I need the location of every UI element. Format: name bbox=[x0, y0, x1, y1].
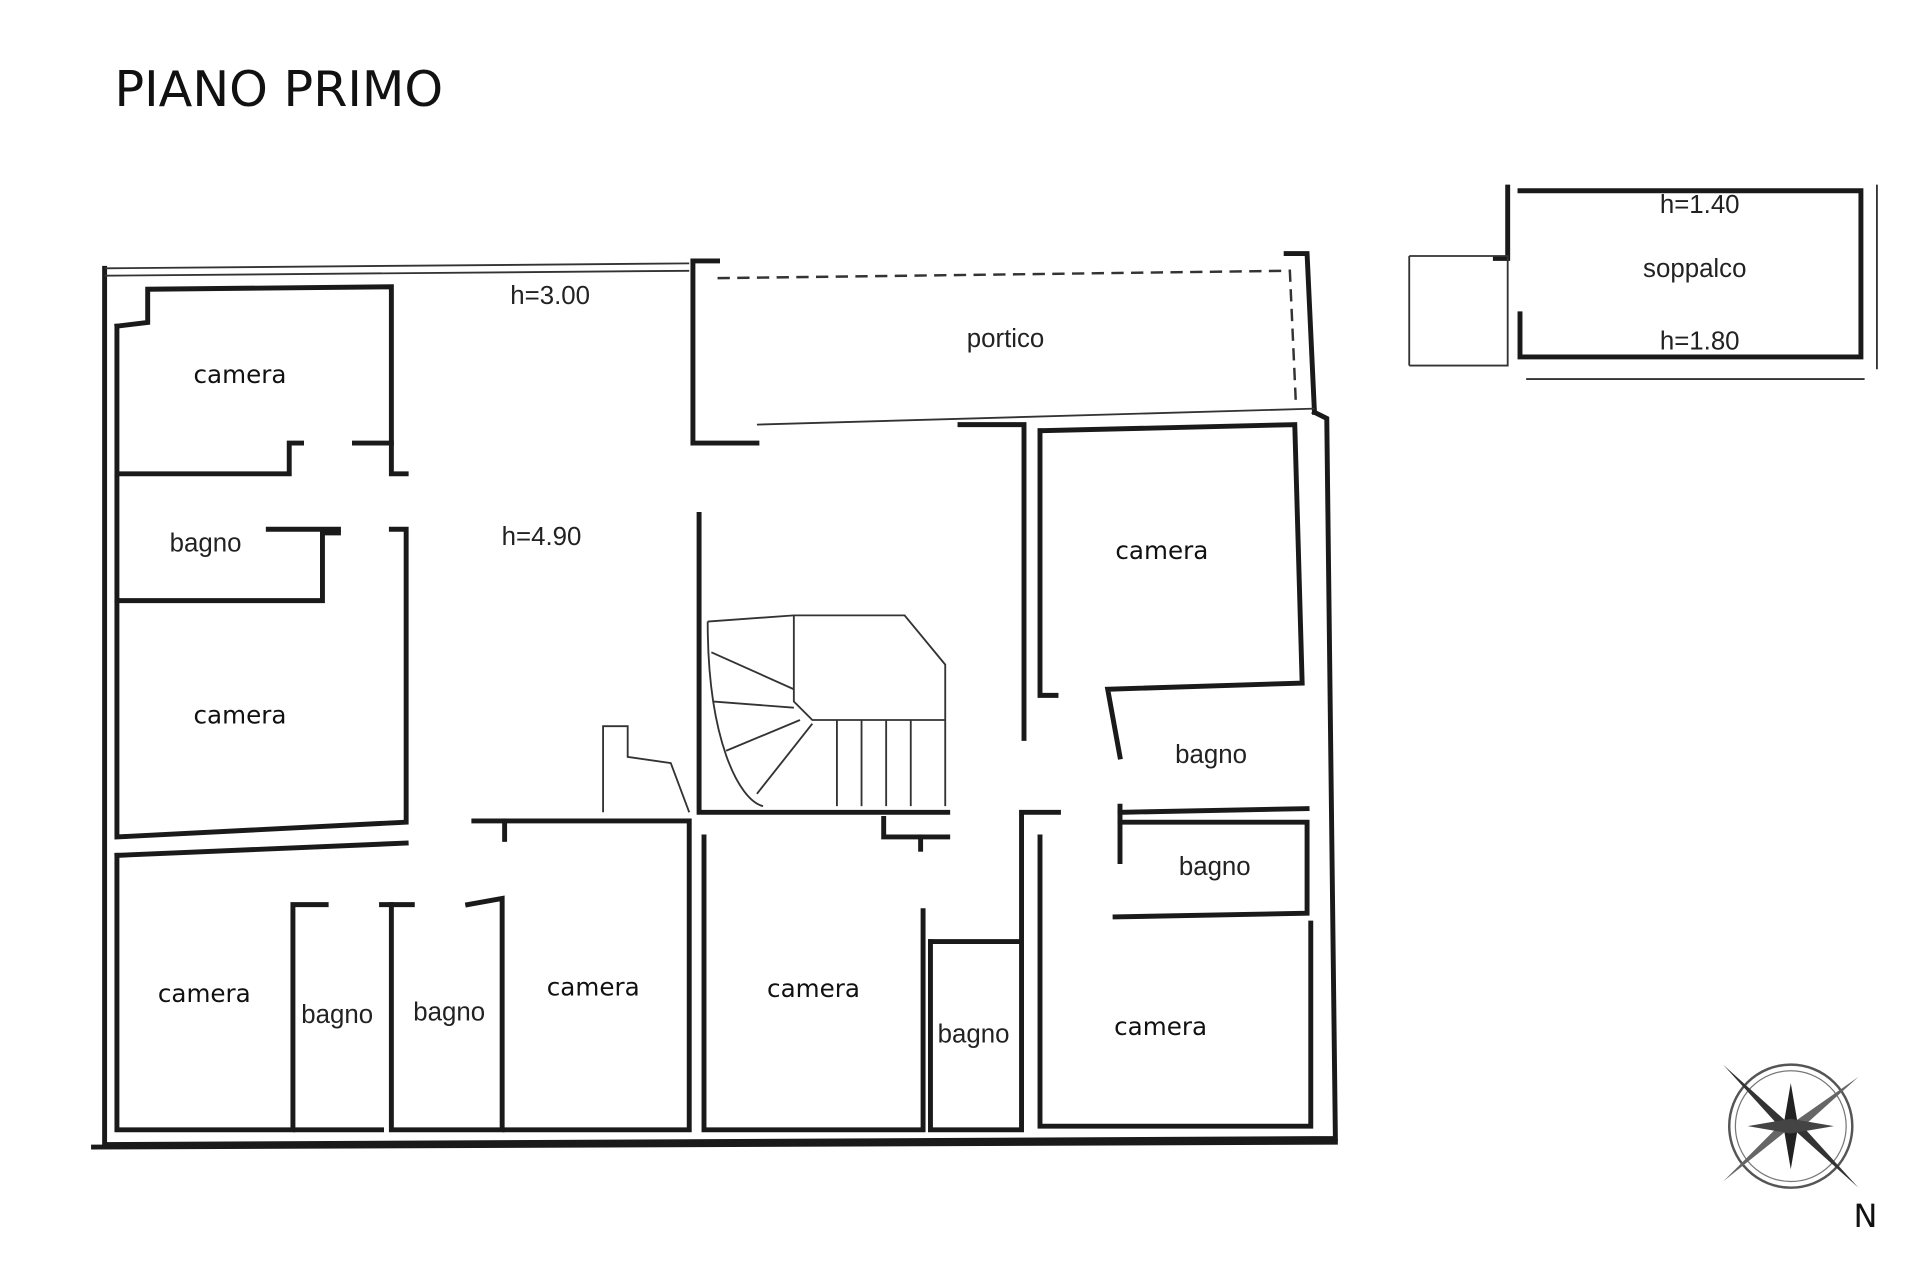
room-label-camera: camera bbox=[158, 979, 251, 1008]
room-label-bagno: bagno bbox=[1175, 741, 1247, 769]
room-label-soppalco: soppalco bbox=[1643, 255, 1746, 283]
room-label-portico: portico bbox=[967, 325, 1045, 353]
room-label-camera: camera bbox=[767, 974, 860, 1003]
room-labels: camera bagno h=4.90 camera camera bagno … bbox=[158, 191, 1747, 1049]
plan-title: PIANO PRIMO bbox=[114, 60, 443, 118]
north-label: N bbox=[1854, 1197, 1878, 1235]
room-label-bagno: bagno bbox=[301, 1001, 373, 1029]
room-label-camera: camera bbox=[1115, 536, 1208, 565]
room-label-camera: camera bbox=[194, 360, 287, 389]
height-label: h=1.40 bbox=[1660, 191, 1740, 219]
room-label-bagno: bagno bbox=[1179, 853, 1251, 881]
room-label-camera: camera bbox=[1114, 1012, 1207, 1041]
height-label: h=4.90 bbox=[502, 523, 582, 551]
walls bbox=[91, 184, 1878, 1150]
height-label: h=3.00 bbox=[510, 282, 590, 310]
room-label-bagno: bagno bbox=[413, 998, 485, 1026]
height-label: h=1.80 bbox=[1660, 328, 1740, 356]
room-label-bagno: bagno bbox=[938, 1020, 1010, 1048]
staircase bbox=[602, 614, 947, 813]
room-label-bagno: bagno bbox=[170, 529, 242, 557]
room-label-camera: camera bbox=[547, 973, 640, 1002]
room-label-camera: camera bbox=[194, 701, 287, 730]
compass-rose-icon bbox=[1723, 1063, 1859, 1189]
